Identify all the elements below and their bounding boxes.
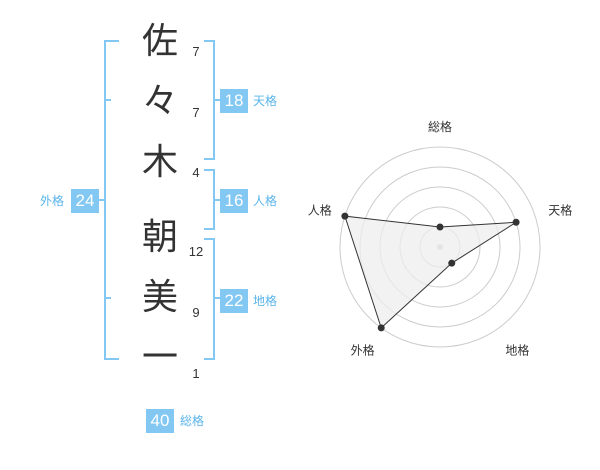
name-char-3: 木 (141, 142, 178, 183)
radar-point-4 (377, 324, 385, 332)
radar-ring (339, 146, 541, 348)
tenkaku-label: 天格 (253, 94, 278, 108)
chikaku-value: 22 (220, 289, 248, 313)
radar-point-3 (448, 259, 456, 267)
name-char-5: 美 (141, 277, 178, 318)
radar-axis-label-4: 外格 (351, 342, 375, 357)
radar-point-1 (436, 223, 444, 231)
stroke-count-3: 4 (192, 165, 200, 180)
radar-point-2 (512, 218, 520, 226)
stroke-count-4: 12 (188, 244, 204, 259)
name-char-2: 々 (141, 81, 178, 122)
gaikaku-label: 外格 (40, 194, 65, 208)
radar-axis-label-3: 地格 (505, 342, 529, 357)
soukaku-label: 総格 (180, 414, 205, 428)
stroke-count-1: 7 (192, 44, 200, 59)
jinkaku-value: 16 (220, 189, 248, 213)
soukaku-value: 40 (146, 409, 174, 433)
radar-axis-label-5: 人格 (308, 203, 332, 218)
name-char-1: 佐 (141, 21, 178, 62)
radar-polygon (344, 215, 517, 329)
name-char-6: 一 (141, 337, 178, 378)
jinkaku-label: 人格 (253, 194, 278, 208)
stroke-count-6: 1 (192, 366, 200, 381)
chikaku-label: 地格 (253, 294, 278, 308)
radar-point-5 (341, 212, 349, 220)
radar-axis-label-1: 総格 (428, 119, 452, 134)
stroke-count-5: 9 (192, 305, 200, 320)
radar-axis-label-2: 天格 (548, 203, 572, 218)
tenkaku-value: 18 (220, 89, 248, 113)
gaikaku-bracket (104, 40, 119, 360)
name-char-4: 朝 (141, 217, 178, 258)
gaikaku-value: 24 (71, 189, 99, 213)
stroke-count-2: 7 (192, 105, 200, 120)
